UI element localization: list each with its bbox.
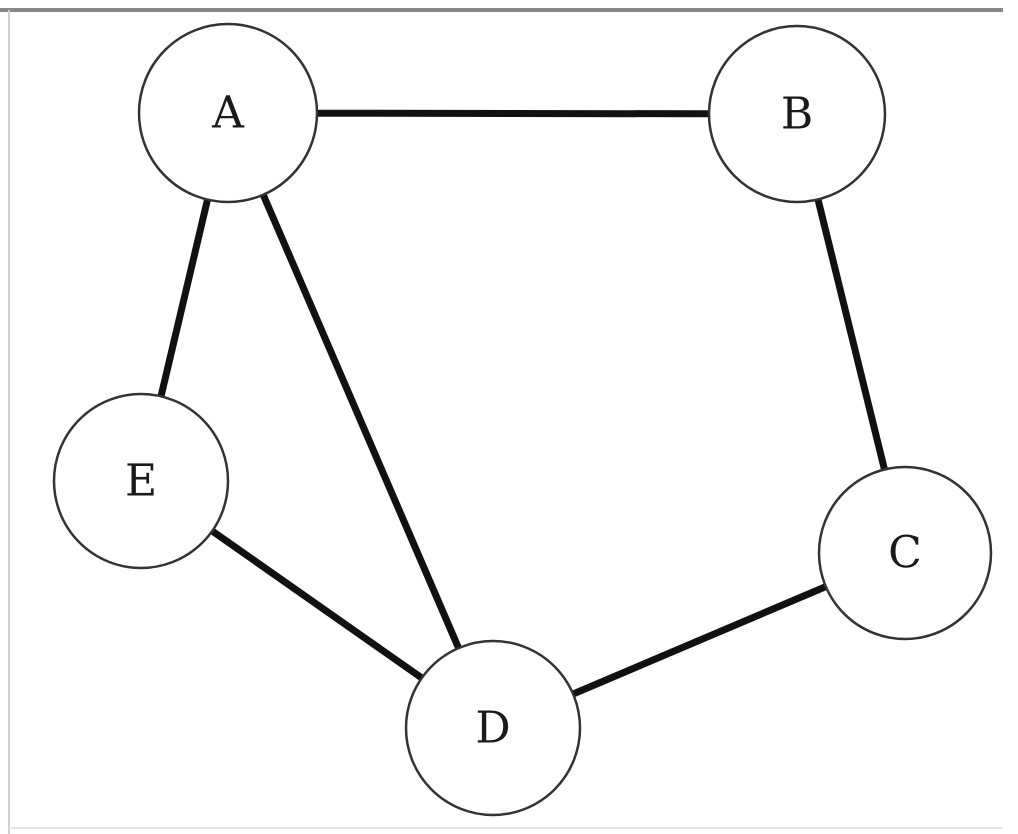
node-a-label: A	[211, 88, 245, 139]
node-e-circle	[52, 392, 230, 570]
edge-e-d	[210, 528, 424, 681]
node-c: C	[817, 465, 993, 641]
node-a: A	[137, 22, 319, 204]
node-b-label: B	[781, 89, 813, 140]
node-b: B	[707, 24, 887, 204]
node-a-circle	[137, 22, 319, 204]
node-d-circle	[404, 639, 582, 817]
edge-a-b	[316, 109, 710, 118]
node-c-label: C	[888, 528, 922, 579]
node-e-label: E	[125, 456, 157, 507]
node-c-circle	[817, 465, 993, 641]
edge-a-d	[259, 193, 462, 650]
nodes-layer: A B C D E	[52, 22, 993, 817]
node-e: E	[52, 392, 230, 570]
node-d-label: D	[475, 703, 510, 754]
node-b-circle	[707, 24, 887, 204]
edge-d-c	[571, 583, 828, 698]
edge-a-e	[157, 198, 211, 398]
edges-layer	[157, 109, 888, 698]
edge-b-c	[814, 198, 888, 471]
node-d: D	[404, 639, 582, 817]
